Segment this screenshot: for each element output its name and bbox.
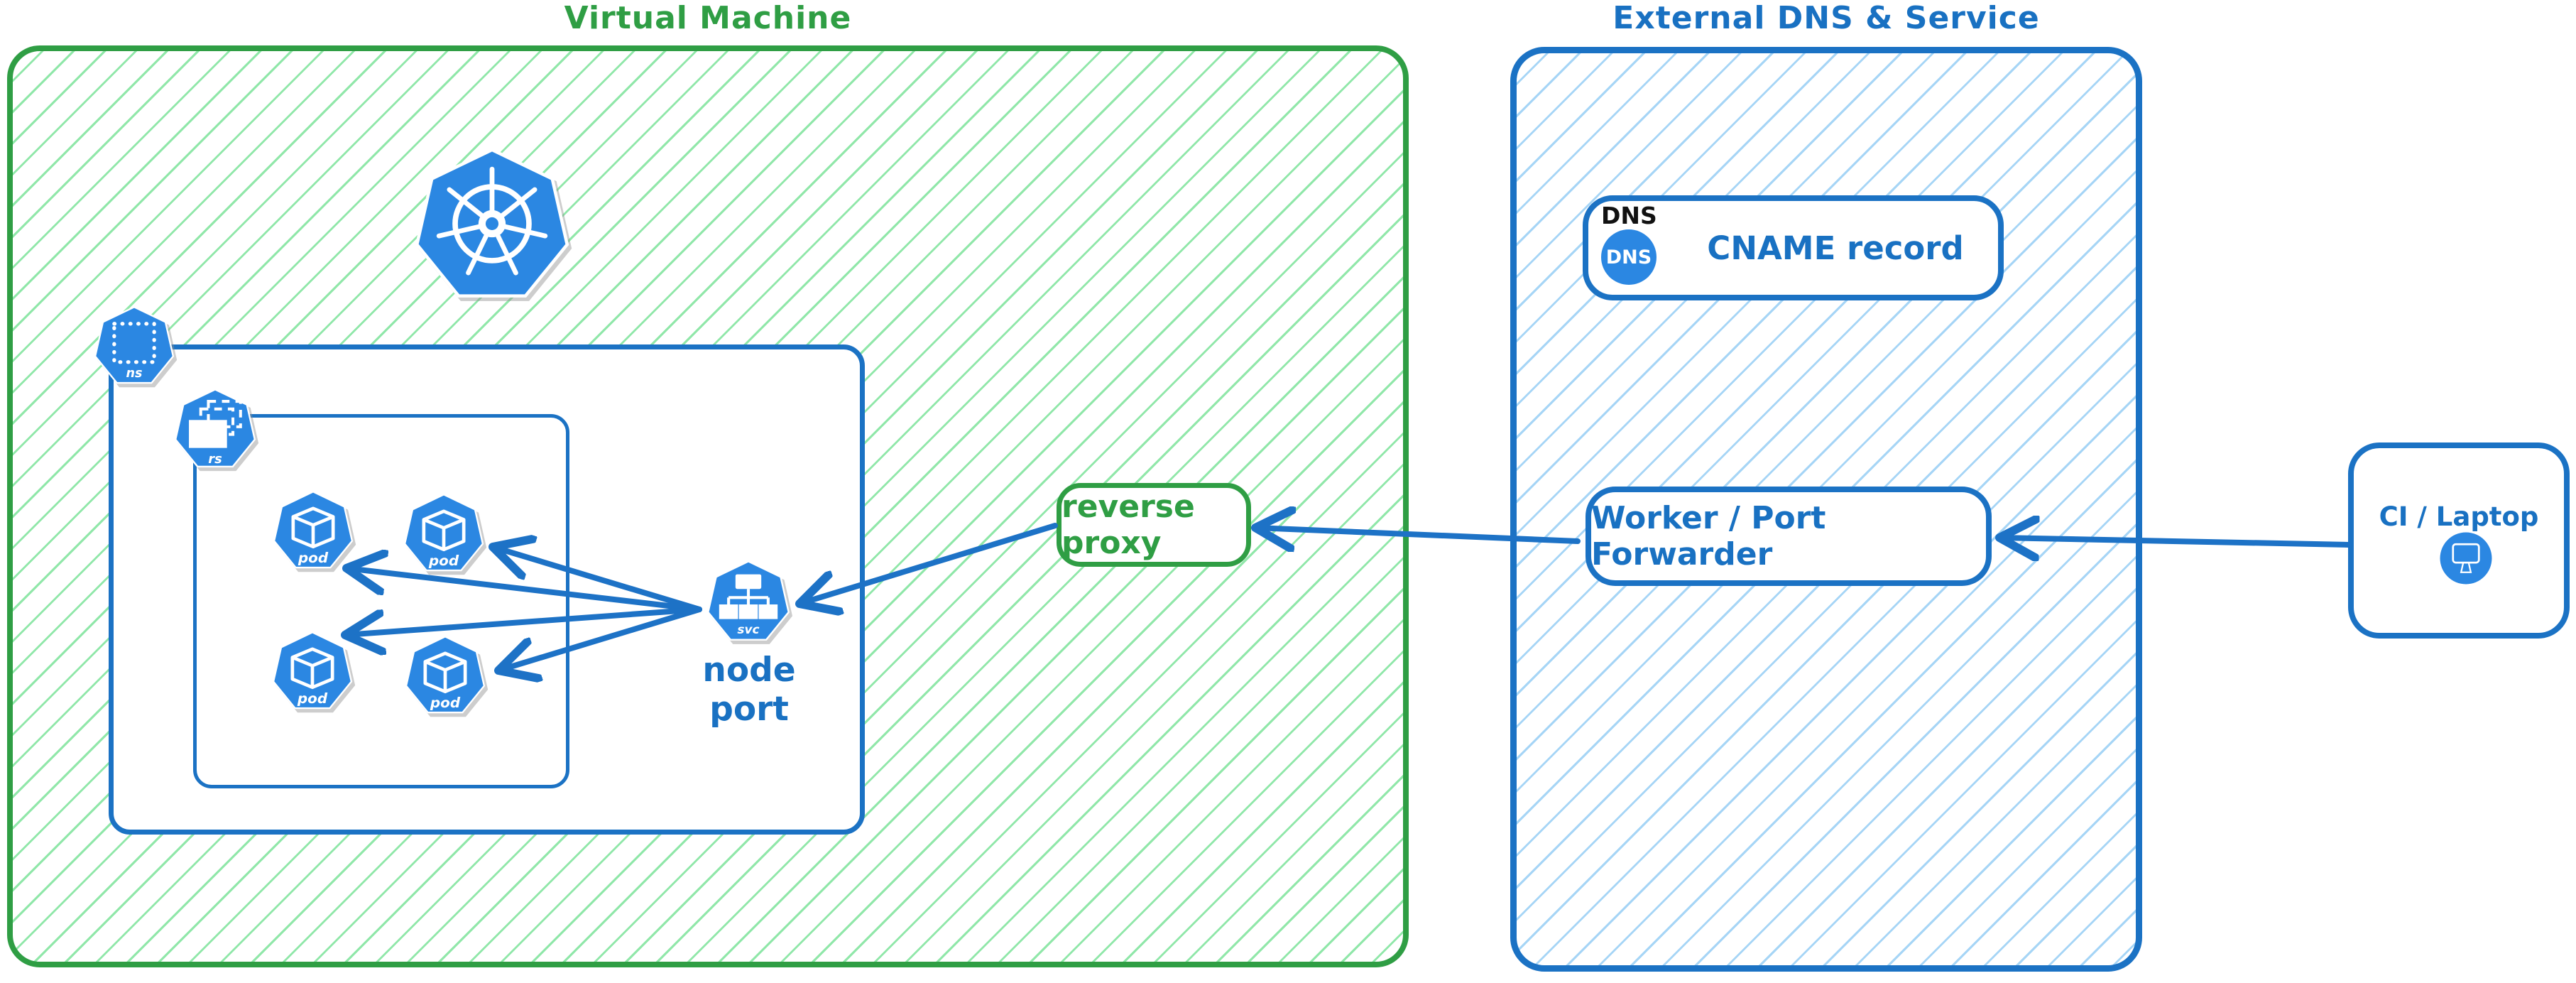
reverse-proxy-label: reverse proxy: [1061, 489, 1195, 561]
pod-icon: pod: [273, 491, 354, 569]
dns-tag-label: DNS: [1601, 202, 1657, 229]
dns-badge-icon: DNS: [1601, 229, 1657, 285]
cname-record-label: CNAME record: [1707, 229, 1964, 267]
svg-text:pod: pod: [428, 552, 459, 569]
svg-text:rs: rs: [208, 452, 222, 467]
pod-icon: pod: [403, 494, 484, 572]
virtual-machine-title: Virtual Machine: [564, 0, 852, 36]
namespace-icon: ns: [94, 306, 175, 384]
monitor-icon: [2440, 532, 2492, 585]
svg-text:ns: ns: [126, 366, 143, 381]
svg-text:pod: pod: [298, 549, 329, 566]
svg-text:pod: pod: [297, 690, 328, 707]
pod-icon: pod: [405, 636, 486, 714]
external-dns-title: External DNS & Service: [1612, 0, 2040, 36]
svg-text:svc: svc: [737, 622, 759, 636]
reverse-proxy-box: reverse proxy: [1057, 483, 1251, 567]
svg-text:pod: pod: [430, 694, 461, 711]
worker-port-forwarder-label: Worker / Port Forwarder: [1591, 500, 1826, 572]
pod-icon: pod: [272, 631, 353, 710]
service-icon: svc: [706, 560, 790, 641]
ci-laptop-label: CI / Laptop: [2379, 501, 2539, 532]
replicaset-icon: rs: [174, 389, 256, 468]
kubernetes-logo-icon: [415, 148, 569, 298]
node-port-label: node port: [702, 651, 796, 729]
worker-port-forwarder-box: Worker / Port Forwarder: [1586, 487, 1992, 586]
